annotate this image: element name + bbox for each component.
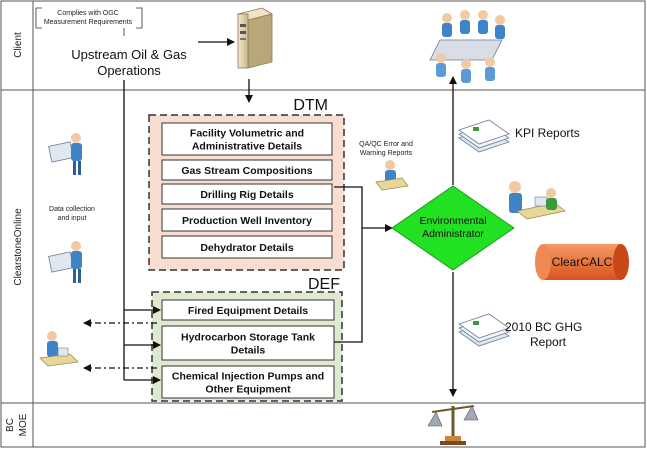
arrow-dtm-to-admin: [334, 186, 393, 232]
def-item-box: [161, 365, 335, 399]
def-item-label: Hydrocarbon Storage Tank: [181, 332, 315, 344]
field-worker-icon-3: [39, 331, 79, 367]
admin-label-line1: Environmental: [419, 215, 486, 227]
lane-label-bc: BC: [5, 418, 16, 432]
meeting-icon: [429, 10, 505, 83]
kpi-reports-label: KPI Reports: [515, 126, 580, 140]
def-title: DEF: [308, 276, 340, 293]
data-collection-line1: Data collection: [49, 206, 95, 213]
field-worker-icon-2: [48, 241, 82, 283]
ogc-note-line2: Measurement Requirements: [44, 19, 133, 26]
def-item-label: Chemical Injection Pumps and: [172, 371, 324, 383]
dtm-item-label: Drilling Rig Details: [200, 189, 294, 201]
lane-label-client: Client: [13, 32, 24, 58]
note-bracket-left: [35, 7, 42, 29]
field-worker-icon-1: [48, 133, 82, 175]
dtm-item-box: [161, 122, 333, 156]
environmental-administrator-diamond: [391, 185, 515, 271]
dtm-item-label: Gas Stream Compositions: [181, 165, 312, 177]
def-item-box: [161, 299, 335, 321]
def-item-label: Other Equipment: [205, 384, 291, 396]
lane-label-moe: MOE: [18, 413, 29, 436]
kpi-report-icon: [458, 119, 510, 153]
source-line1: Upstream Oil & Gas: [71, 47, 187, 62]
dtm-item-label: Administrative Details: [192, 141, 302, 153]
admin-label-line2: Administrator: [422, 228, 484, 240]
note-bracket-right: [136, 7, 143, 29]
dtm-item-label: Facility Volumetric and: [190, 128, 304, 140]
source-line2: Operations: [97, 63, 161, 78]
ghg-report-line1: 2010 BC GHG: [505, 320, 582, 334]
qaqc-label-line2: Warning Reports: [360, 150, 413, 157]
def-item-label: Fired Equipment Details: [188, 305, 308, 317]
dtm-item-box: [161, 235, 333, 259]
lane-label-clearstoneonline: ClearstoneOnline: [13, 208, 24, 286]
dtm-item-box: [161, 159, 333, 181]
clearcalc-cylinder: [535, 244, 629, 280]
data-collection-line2: and input: [58, 215, 87, 222]
qaqc-label-line1: QA/QC Error and: [359, 141, 413, 148]
ghg-report-line2: Report: [530, 335, 567, 349]
dtm-title: DTM: [293, 97, 328, 114]
dtm-item-box: [161, 183, 333, 205]
server-icon: [236, 7, 274, 69]
line-def-to-admin: [334, 228, 363, 343]
def-item-label: Details: [231, 345, 266, 357]
desk-worker-icon: [509, 181, 566, 220]
clearcalc-label: ClearCALC: [552, 255, 613, 269]
dtm-item-box: [161, 208, 333, 232]
scales-of-justice-icon: [427, 405, 479, 445]
dtm-item-label: Production Well Inventory: [182, 215, 312, 227]
qaqc-worker-icon: [375, 160, 409, 191]
def-item-box: [161, 325, 335, 361]
ogc-note-line1: Complies with OGC: [57, 10, 118, 17]
ghg-report-icon: [458, 313, 510, 347]
dtm-item-label: Dehydrator Details: [200, 242, 294, 254]
